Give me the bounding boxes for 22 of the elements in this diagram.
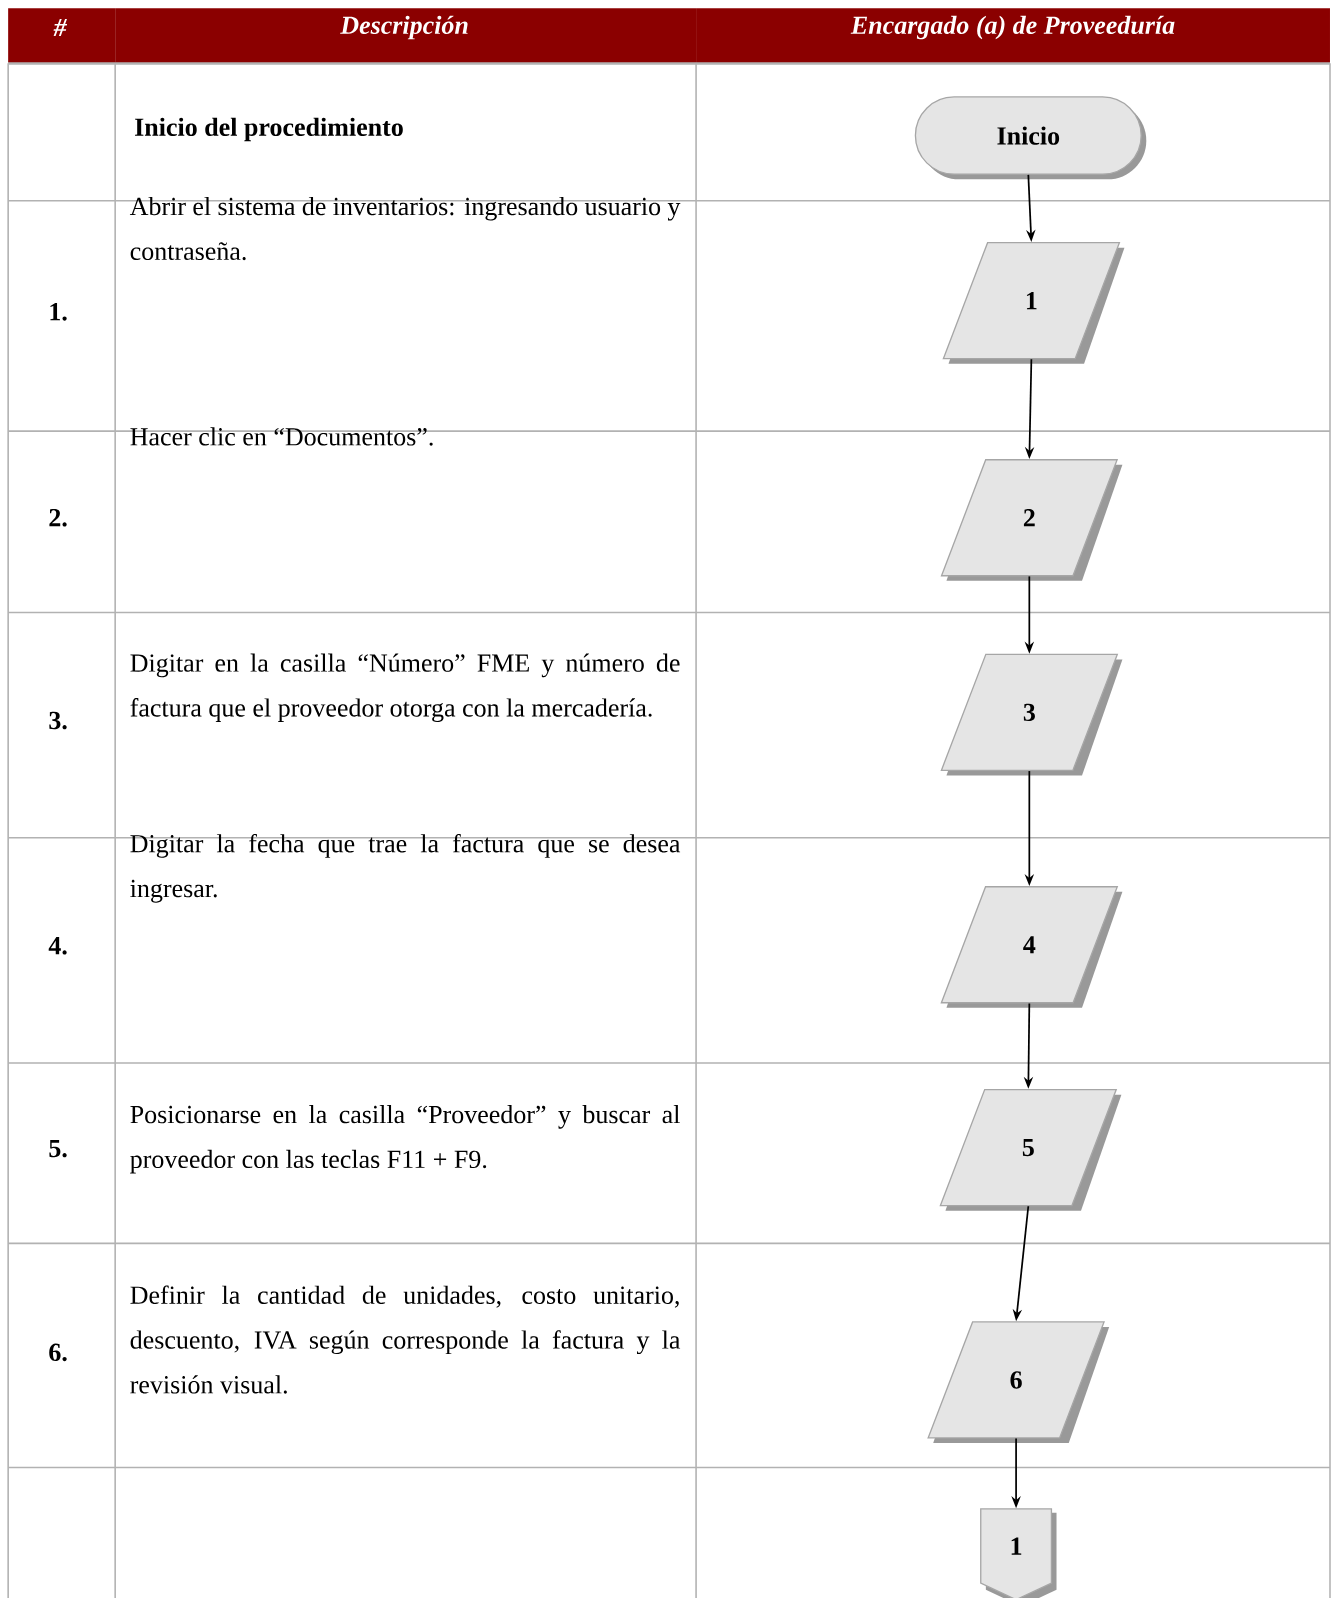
description-text: Inicio del procedimiento: [135, 117, 403, 142]
row-number: 3.: [49, 711, 67, 730]
row-number: 5.: [49, 1139, 67, 1158]
off-page-connector: 1: [980, 1508, 1057, 1598]
description-text: Digitar en la casilla “Número” FME y número de factura que el proveedor otorga con la mercadería.: [130, 653, 680, 723]
data-parallelogram: 5: [939, 1088, 1122, 1211]
data-parallelogram: 4: [940, 886, 1123, 1008]
description-text: Definir la cantidad de unidades, costo unitario, descuento, IVA según corresponde la factura y la revisión visual.: [130, 1285, 681, 1394]
row-number: 4.: [48, 937, 67, 955]
data-parallelogram: 6: [927, 1321, 1110, 1443]
description-text: Digitar la fecha que trae la factura que se desea ingresar.: [130, 833, 681, 903]
data-parallelogram: 3: [940, 653, 1123, 776]
row-number: 2.: [49, 508, 67, 527]
header-cell: #: [8, 8, 116, 63]
row-number: 1.: [50, 303, 67, 321]
data-parallelogram: 2: [940, 459, 1123, 581]
data-parallelogram: 1: [942, 241, 1125, 364]
row-number: 6.: [49, 1343, 67, 1362]
header-cell: Encargado (a) de Proveeduría: [696, 8, 1330, 63]
description-text: Abrir el sistema de inventarios: ingresando usuario y contraseña.: [129, 197, 681, 261]
description-text: Posicionarse en la casilla “Proveedor” y buscar al proveedor con las teclas F11 + F9.: [130, 1105, 680, 1174]
description-text: Hacer clic en “Documentos”.: [130, 427, 433, 446]
